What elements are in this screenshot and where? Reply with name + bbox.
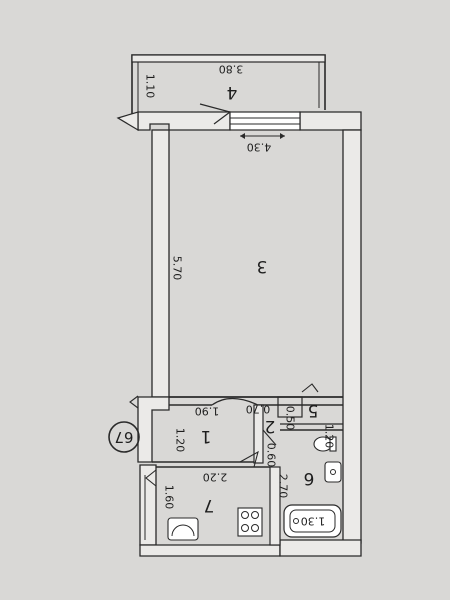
balcony [131, 54, 326, 118]
room-7-depth: 1.60 [163, 485, 176, 510]
partitions [129, 383, 343, 546]
kitchen-sink-icon [167, 517, 199, 541]
room-5-width: 0.50 [284, 406, 297, 431]
stove-icon [237, 507, 263, 537]
room-5-depth: 1.20 [323, 424, 336, 449]
room-8-width: 1.30 [301, 515, 326, 528]
room-3-width: 4.30 [247, 141, 272, 154]
apartment-number: 67 [114, 428, 133, 446]
room-2-width: 0.70 [246, 403, 271, 416]
room-4-number: 4 [227, 82, 238, 102]
room-5-number: 5 [308, 400, 319, 420]
bathtub-icon [283, 504, 342, 538]
labels: 4 3.80 1.10 4.30 3 5.70 1.90 1 1.20 0.70… [144, 63, 336, 528]
room-4-width: 3.80 [219, 63, 244, 76]
room-7-width: 2.20 [203, 471, 228, 484]
room-1-depth: 1.20 [174, 428, 187, 453]
room-6-wall: 0.60 [265, 443, 278, 468]
room-7-number: 7 [204, 495, 215, 515]
room-4-depth: 1.10 [144, 74, 157, 99]
room-3-number: 3 [257, 256, 268, 276]
room-1-width: 1.90 [195, 405, 220, 418]
outer-walls [137, 111, 362, 557]
fixtures [144, 133, 342, 541]
room-3-length: 5.70 [171, 256, 184, 281]
sink-icon [324, 461, 342, 483]
room-6-number: 6 [304, 468, 315, 488]
room-1-number: 1 [201, 426, 212, 446]
room-6-length: 2.70 [277, 474, 290, 499]
room-2-number: 2 [265, 416, 276, 436]
balcony-door [116, 103, 232, 132]
apartment-badge: 67 [108, 421, 140, 453]
